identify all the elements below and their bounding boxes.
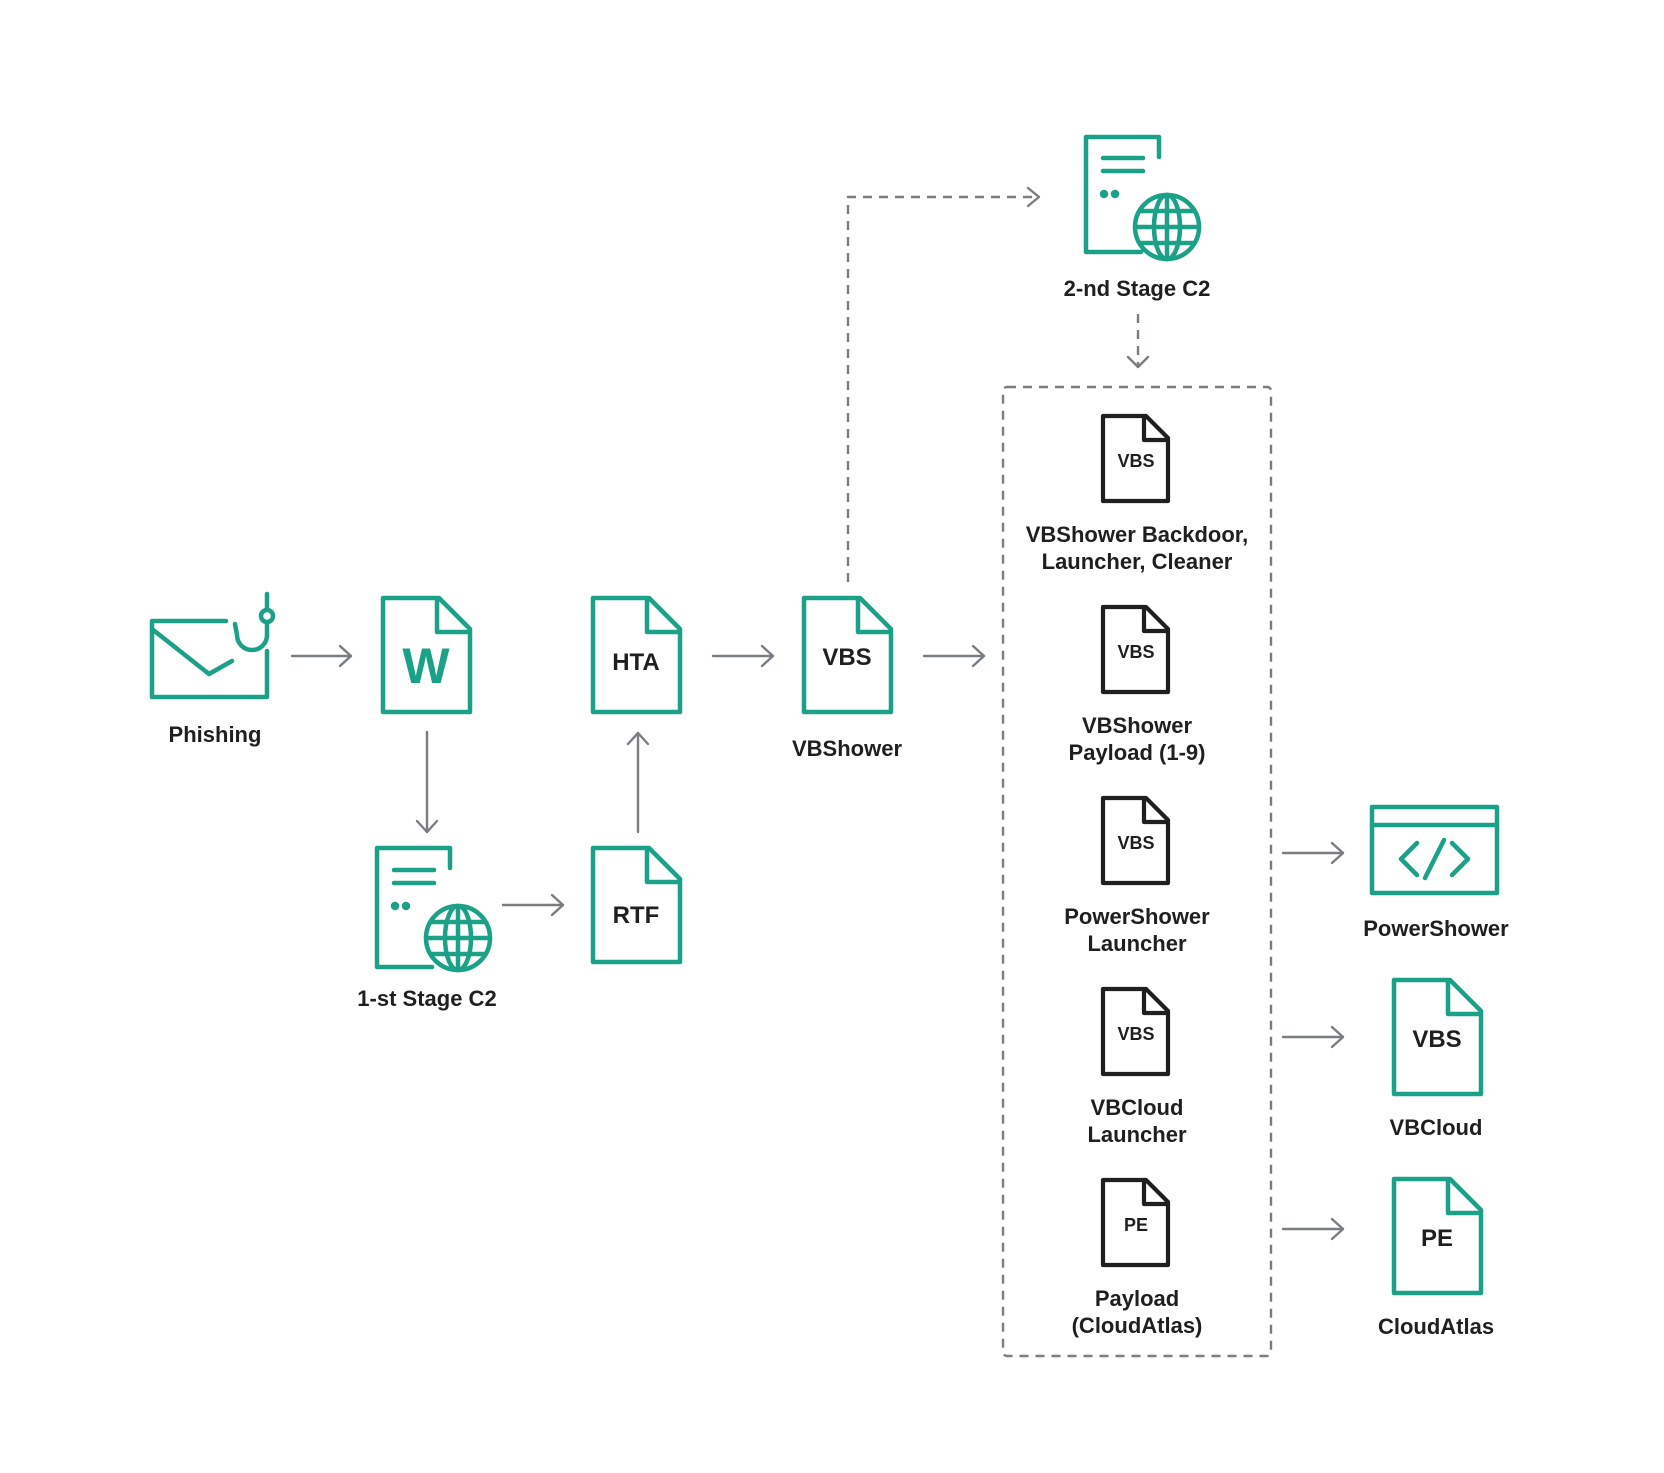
cloudatlas-node: PE CloudAtlas [1378, 1176, 1494, 1339]
c2-second-label: 2-nd Stage C2 [1064, 276, 1211, 301]
script-file-icon [1100, 604, 1171, 695]
server-globe-icon [374, 845, 493, 973]
powershower-node: PowerShower [1363, 804, 1509, 941]
script-file-icon [1100, 413, 1171, 504]
group-item: PE Payload (CloudAtlas) [1072, 1177, 1203, 1338]
arrow-rtf-to-hta [626, 731, 650, 834]
c2-second-node: 2-nd Stage C2 [1064, 134, 1211, 301]
group-item-label-line1: VBShower Backdoor, [1026, 522, 1249, 547]
script-file-icon [1100, 986, 1171, 1077]
phishing-label: Phishing [169, 722, 262, 747]
group-item-label-line2: Payload (1-9) [1069, 740, 1206, 765]
group-item: VBS PowerShower Launcher [1064, 795, 1210, 956]
arrow-c2-first-to-rtf [501, 893, 565, 917]
group-item-label-line2: Launcher [1087, 1122, 1186, 1147]
code-window-icon [1369, 804, 1500, 896]
dashed-vbshower-to-c2-second [846, 186, 1041, 582]
group-item-label-line1: Payload [1095, 1286, 1179, 1311]
arrow-phishing-to-word [290, 644, 353, 668]
payload-group-box [1001, 385, 1273, 1358]
hta-badge: HTA [612, 649, 660, 676]
group-item-badge: VBS [1117, 1024, 1154, 1044]
group-item: VBS VBShower Backdoor, Launcher, Cleaner [1026, 413, 1249, 574]
arrow-group-to-powershower [1281, 841, 1345, 865]
group-item-label-line2: Launcher, Cleaner [1042, 549, 1233, 574]
cloudatlas-badge: PE [1421, 1225, 1453, 1252]
dashed-c2-second-to-group [1126, 314, 1150, 369]
vbcloud-badge: VBS [1412, 1026, 1461, 1053]
c2-first-label: 1-st Stage C2 [357, 986, 496, 1011]
arrow-hta-to-vbshower [711, 644, 775, 668]
powershower-label: PowerShower [1363, 916, 1509, 941]
rtf-badge: RTF [613, 902, 660, 929]
document-icon [590, 845, 683, 965]
vbshower-badge: VBS [822, 644, 871, 671]
arrow-group-to-vbcloud [1281, 1025, 1345, 1049]
vbcloud-label: VBCloud [1390, 1115, 1483, 1140]
group-item: VBS VBCloud Launcher [1087, 986, 1187, 1147]
group-item: VBS VBShower Payload (1-9) [1069, 604, 1206, 765]
arrow-group-to-cloudatlas [1281, 1217, 1345, 1241]
executable-file-icon [1100, 1177, 1171, 1268]
group-item-badge: VBS [1117, 833, 1154, 853]
group-item-label-line2: (CloudAtlas) [1072, 1313, 1203, 1338]
word-badge: W [402, 638, 450, 694]
word-document-icon [380, 595, 473, 715]
arrow-word-to-c2-first [415, 730, 439, 834]
vbcloud-node: VBS VBCloud [1390, 977, 1484, 1140]
connectors [290, 186, 1345, 1358]
document-icon [590, 595, 683, 715]
vbshower-label: VBShower [792, 736, 902, 761]
document-icon [801, 595, 894, 715]
phishing-node: Phishing [149, 591, 276, 747]
group-item-badge: VBS [1117, 451, 1154, 471]
document-icon [1391, 977, 1484, 1097]
phishing-email-icon [149, 591, 276, 700]
arrow-vbshower-to-group [922, 644, 986, 668]
group-item-badge: VBS [1117, 642, 1154, 662]
server-globe-icon [1083, 134, 1202, 262]
group-item-label-line1: VBCloud [1091, 1095, 1184, 1120]
vbshower-node: VBS VBShower [792, 595, 902, 761]
word-document-node: W [380, 595, 473, 715]
cloudatlas-label: CloudAtlas [1378, 1314, 1494, 1339]
rtf-node: RTF [590, 845, 683, 965]
group-item-label-line1: VBShower [1082, 713, 1192, 738]
document-icon [1391, 1176, 1484, 1296]
group-item-badge: PE [1124, 1215, 1148, 1235]
script-file-icon [1100, 795, 1171, 886]
group-item-label-line1: PowerShower [1064, 904, 1210, 929]
group-item-label-line2: Launcher [1087, 931, 1186, 956]
c2-first-node: 1-st Stage C2 [357, 845, 497, 1011]
hta-node: HTA [590, 595, 683, 715]
